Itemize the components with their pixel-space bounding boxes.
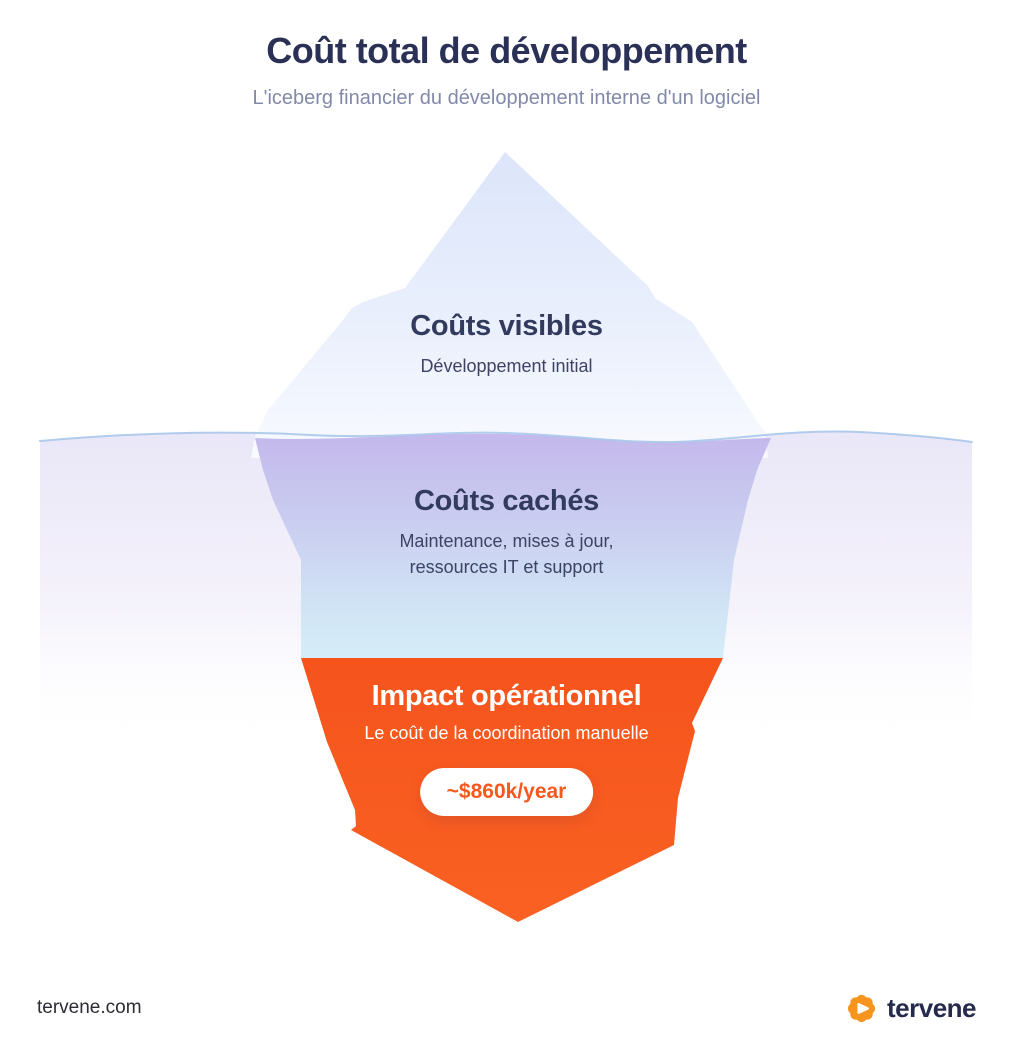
visible-costs-subtitle: Développement initial	[420, 356, 593, 376]
cost-badge: ~$860k/year	[419, 768, 594, 816]
page-subtitle: L'iceberg financier du développement int…	[252, 87, 761, 109]
waterline	[39, 430, 973, 444]
footer: tervene.com tervene	[37, 986, 977, 1030]
hidden-costs-subtitle-line2: ressources IT et support	[409, 557, 604, 577]
hidden-costs-title: Coûts cachés	[414, 485, 599, 517]
impact-title: Impact opérationnel	[371, 680, 642, 712]
tervene-logo-icon	[847, 994, 876, 1022]
visible-costs-title: Coûts visibles	[410, 310, 603, 342]
hidden-costs-subtitle: Maintenance, mises à jour, ressources IT…	[0, 528, 1013, 580]
hidden-costs-subtitle-line1: Maintenance, mises à jour,	[399, 531, 614, 551]
brand-logo: tervene	[844, 991, 977, 1026]
brand-wordmark: tervene	[887, 992, 977, 1023]
page-title: Coût total de développement	[266, 30, 747, 71]
iceberg-visible-shape	[251, 152, 768, 458]
impact-subtitle: Le coût de la coordination manuelle	[364, 723, 649, 743]
iceberg-hidden-shape	[255, 433, 771, 658]
website-text: tervene.com	[37, 997, 142, 1018]
